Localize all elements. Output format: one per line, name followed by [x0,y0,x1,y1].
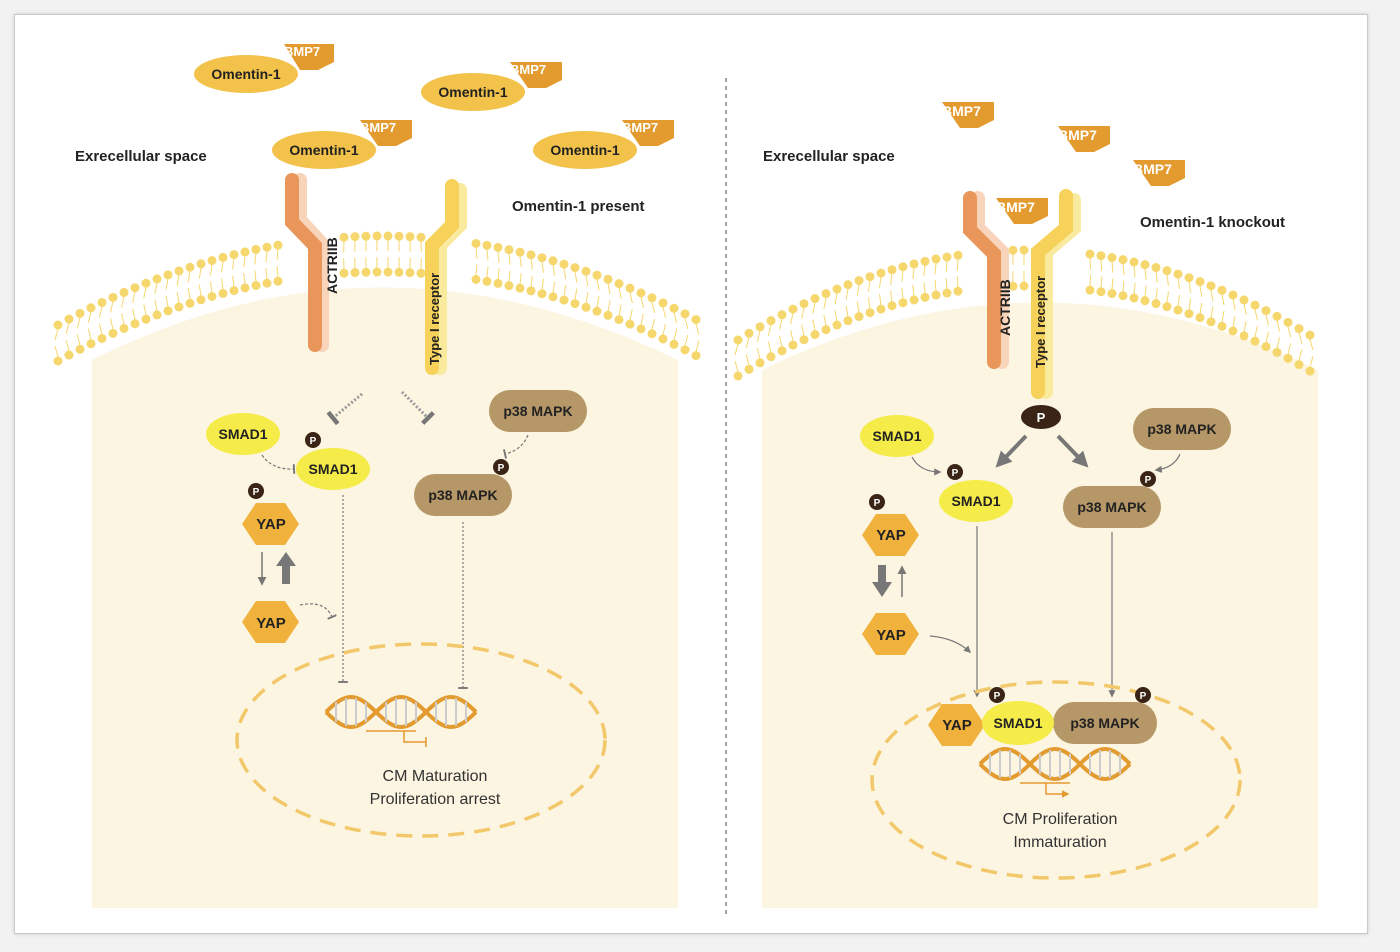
svg-text:P: P [952,468,959,479]
svg-text:P: P [1037,410,1046,425]
svg-text:p38 MAPK: p38 MAPK [503,403,572,419]
svg-text:P: P [874,498,881,509]
left-smad1-phosphorylated: SMAD1 P [296,432,370,490]
left-condition-label: Omentin-1 present [512,198,645,215]
right-p38-free: p38 MAPK [1133,408,1231,450]
left-type1-receptor: Type I receptor [425,179,467,375]
right-condition-label: Omentin-1 knockout [1140,214,1285,231]
left-yap-phosphorylated: YAP P [242,483,299,545]
right-dna-helix [978,747,1132,798]
svg-text:p38 MAPK: p38 MAPK [1070,715,1139,731]
svg-text:SMAD1: SMAD1 [218,426,267,442]
left-omentin-bmp7-complex: BMP7 Omentin-1 [533,120,674,169]
left-actriib-label: ACTRIIB [324,237,340,294]
omentin-label: Omentin-1 [289,142,358,158]
right-smad1-free: SMAD1 [860,415,934,457]
omentin-label: Omentin-1 [211,66,280,82]
svg-text:YAP: YAP [256,516,285,533]
left-panel: ACTRIIB Type I receptor BMP7 Omentin-1 B… [53,44,701,908]
right-smad1-phosphorylated: SMAD1 P [939,464,1013,522]
right-yap-free: YAP [862,613,919,655]
right-actriib-label: ACTRIIB [997,279,1013,336]
left-yap-free: YAP [242,601,299,643]
svg-text:BMP7: BMP7 [1058,127,1097,143]
right-bmp7: BMP7 [1058,126,1110,152]
right-type1-label: Type I receptor [1033,276,1048,368]
bmp7-label: BMP7 [360,120,396,135]
left-omentin-bmp7-complex: BMP7 Omentin-1 [272,120,412,169]
right-nucleus [870,680,1242,880]
svg-text:SMAD1: SMAD1 [951,493,1000,509]
svg-text:SMAD1: SMAD1 [993,715,1042,731]
left-omentin-bmp7-complex: BMP7 Omentin-1 [421,62,562,111]
svg-text:BMP7: BMP7 [1133,161,1172,177]
svg-text:YAP: YAP [942,717,971,734]
right-type1-receptor: Type I receptor [1031,189,1081,399]
right-nuclear-yap: YAP [928,704,985,746]
right-nuclear-smad1: SMAD1 P [982,687,1054,745]
right-outcome-line1: CM Proliferation [1003,811,1118,828]
right-panel: BMP7 BMP7 BMP7 Exrecellular space Omenti… [733,102,1318,908]
left-type1-label: Type I receptor [427,273,442,365]
svg-text:P: P [994,691,1001,702]
svg-text:BMP7: BMP7 [942,103,981,119]
right-bound-bmp7: BMP7 [996,198,1048,224]
left-actriib-receptor: ACTRIIB [285,173,340,352]
svg-text:P: P [1140,691,1147,702]
svg-text:P: P [253,487,260,498]
right-receptor-phospho: P [1021,405,1061,429]
right-nuclear-p38: p38 MAPK P [1053,687,1157,744]
bmp7-label: BMP7 [510,62,546,77]
left-p38-free: p38 MAPK [489,390,587,432]
svg-text:P: P [310,436,317,447]
right-actriib-receptor: ACTRIIB [963,191,1013,369]
right-extracellular-label: Exrecellular space [763,148,895,165]
left-dna-helix [324,695,478,747]
svg-text:YAP: YAP [256,615,285,632]
svg-text:YAP: YAP [876,627,905,644]
left-p38-phosphorylated: p38 MAPK P [414,459,512,516]
bmp7-label: BMP7 [622,120,658,135]
right-bmp7: BMP7 [942,102,994,128]
svg-text:p38 MAPK: p38 MAPK [428,487,497,503]
left-smad1-free: SMAD1 [206,413,280,455]
left-omentin-bmp7-complex: BMP7 Omentin-1 [194,44,334,93]
omentin-label: Omentin-1 [438,84,507,100]
left-extracellular-label: Exrecellular space [75,148,207,165]
right-p38-phosphorylated: p38 MAPK P [1063,471,1161,528]
left-membrane [53,231,701,366]
svg-text:P: P [1145,475,1152,486]
bmp7-label: BMP7 [284,44,320,59]
left-outcome-line2: Proliferation arrest [370,791,501,808]
svg-text:p38 MAPK: p38 MAPK [1147,421,1216,437]
omentin-label: Omentin-1 [550,142,619,158]
svg-text:SMAD1: SMAD1 [872,428,921,444]
right-outcome-line2: Immaturation [1013,834,1106,851]
right-bmp7: BMP7 [1133,160,1185,186]
svg-text:YAP: YAP [876,527,905,544]
right-yap-phosphorylated: YAP P [862,494,919,556]
svg-text:P: P [498,463,505,474]
svg-text:SMAD1: SMAD1 [308,461,357,477]
left-cytoplasm [92,287,678,908]
svg-text:BMP7: BMP7 [996,199,1035,215]
left-outcome-line1: CM Maturation [383,768,488,785]
svg-text:p38 MAPK: p38 MAPK [1077,499,1146,515]
right-membrane [733,245,1315,381]
left-nucleus [235,642,607,838]
